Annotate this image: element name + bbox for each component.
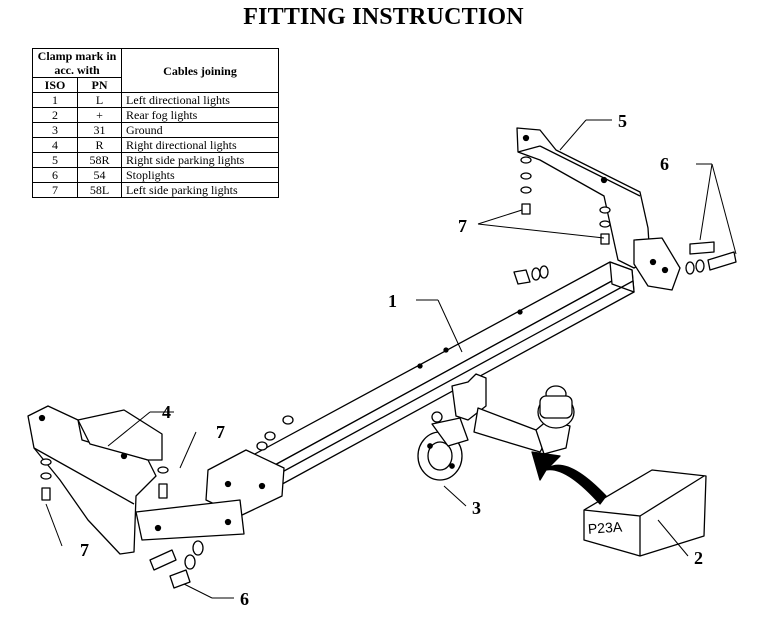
legend-header-cables: Cables joining (121, 48, 279, 93)
hardware-left (40, 415, 294, 589)
legend-desc: Right side parking lights (121, 152, 279, 168)
legend-pn: 31 (77, 122, 122, 138)
right-bracket (516, 127, 681, 291)
legend-iso: 7 (31, 182, 79, 198)
legend-desc: Left side parking lights (121, 182, 279, 198)
hardware-right (513, 156, 737, 285)
legend-header-clamp: Clamp mark in acc. with (32, 48, 122, 78)
callout-2: 2 (694, 548, 703, 568)
plate-box (583, 469, 707, 557)
callout-7-left-bottom: 7 (80, 540, 89, 560)
callout-1: 1 (388, 291, 397, 311)
wiring-legend-table: Clamp mark in acc. with Cables joining I… (31, 48, 279, 198)
legend-pn: 54 (77, 167, 122, 183)
callout-5: 5 (618, 111, 627, 131)
legend-header-pn: PN (77, 77, 122, 93)
electric-socket (417, 411, 469, 481)
left-bracket (27, 405, 163, 555)
legend-desc: Stoplights (121, 167, 279, 183)
plate-label: P23A (587, 518, 623, 536)
left-mounting-plate (135, 449, 285, 541)
callout-7-right: 7 (458, 216, 467, 236)
legend-desc: Ground (121, 122, 279, 138)
callout-3: 3 (472, 498, 481, 518)
callout-7-left-top: 7 (216, 422, 225, 442)
legend-desc: Right directional lights (121, 137, 279, 153)
direction-arrow (531, 451, 607, 505)
legend-iso: 5 (31, 152, 79, 168)
tow-ball-neck (451, 373, 575, 455)
page-title: FITTING INSTRUCTION (243, 4, 524, 30)
callout-6-left: 6 (240, 589, 249, 609)
callout-6-right: 6 (660, 154, 669, 174)
legend-pn: 58L (77, 182, 122, 198)
callout-4: 4 (162, 402, 171, 422)
leader-lines (45, 119, 737, 599)
